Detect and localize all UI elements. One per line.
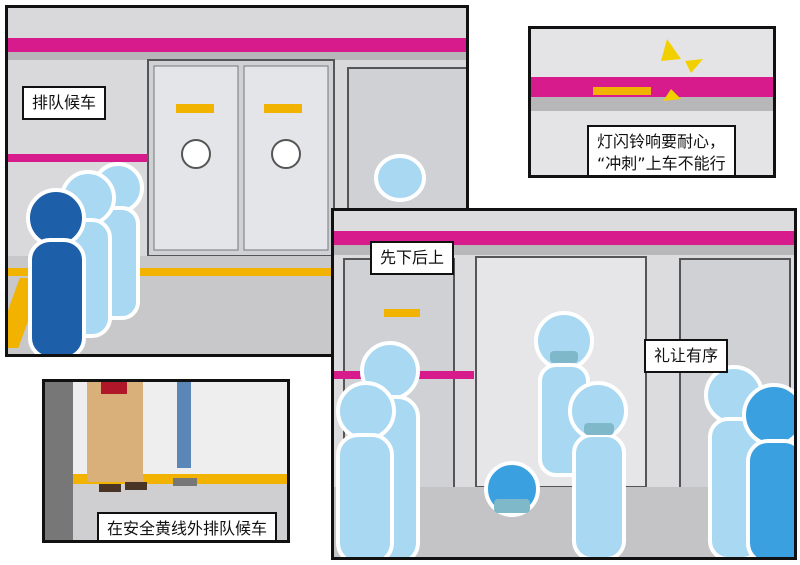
caption-exit-first: 先下后上 xyxy=(370,241,455,275)
passenger-skirt xyxy=(87,382,143,482)
yellow-safety-line xyxy=(8,268,466,276)
handbag-icon xyxy=(101,382,127,394)
door-stripe xyxy=(8,38,466,52)
caption-queue: 排队候车 xyxy=(22,86,107,120)
queue-figures xyxy=(26,154,426,354)
panel-yellow-line: 在安全黄线外排队候车 xyxy=(42,379,290,543)
panel-light-warning: 灯闪铃响要耐心， “冲刺”上车不能行 xyxy=(528,26,776,178)
panel-boarding: 先下后上 礼让有序 xyxy=(331,208,797,560)
platform-doors-illustration xyxy=(8,8,466,354)
panel-queue: 排队候车 xyxy=(5,5,469,357)
passenger-legs xyxy=(177,382,191,468)
boarding-illustration xyxy=(334,211,794,557)
door-warning-sticker xyxy=(176,104,214,113)
caption-light-warning: 灯闪铃响要耐心， “冲刺”上车不能行 xyxy=(587,125,736,175)
face-mask xyxy=(550,351,578,363)
flashing-light-icon xyxy=(593,87,651,95)
caption-courtesy: 礼让有序 xyxy=(644,339,729,373)
caption-yellow-line: 在安全黄线外排队候车 xyxy=(97,512,278,540)
yellow-safety-line xyxy=(45,474,287,484)
door-arrow-icon xyxy=(181,139,211,169)
door-stripe xyxy=(531,77,773,97)
passenger-figures xyxy=(336,311,794,557)
